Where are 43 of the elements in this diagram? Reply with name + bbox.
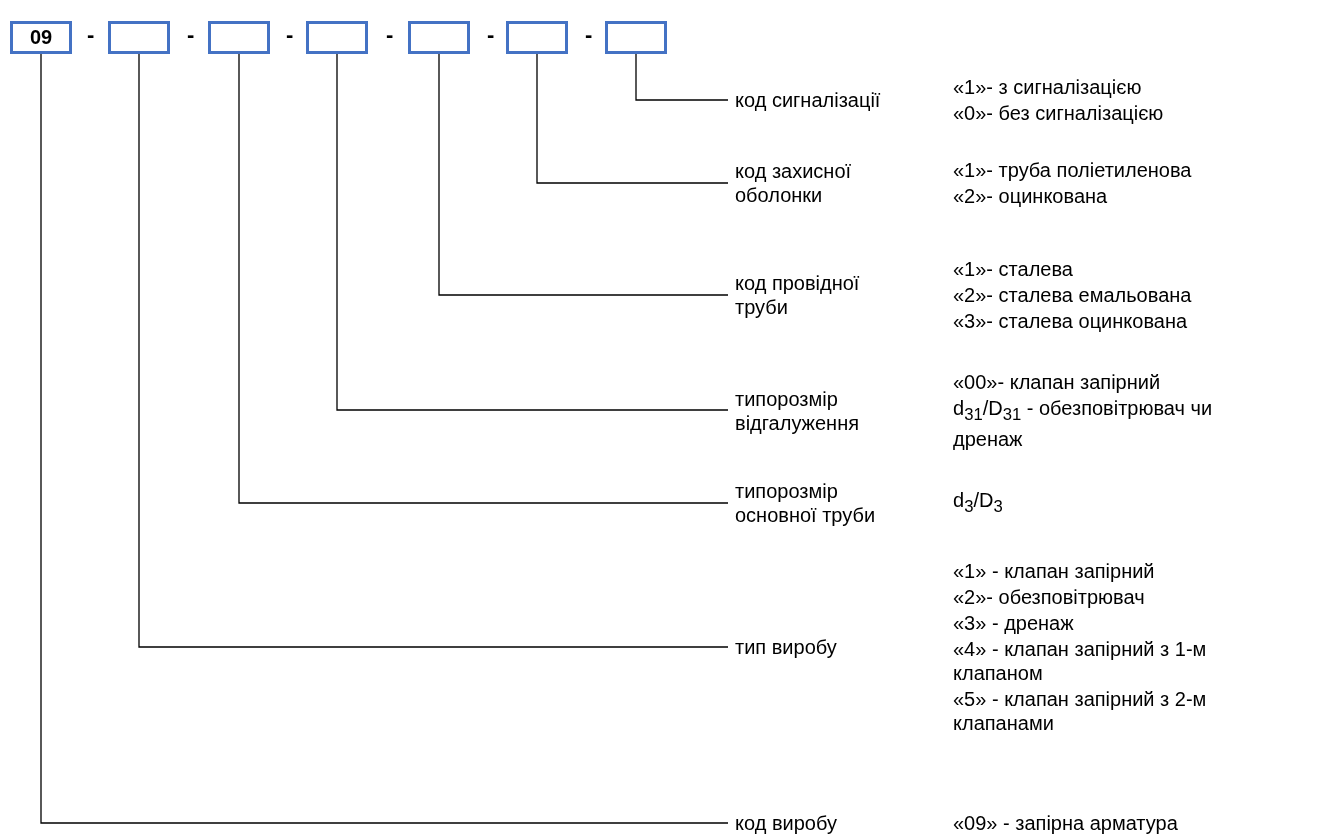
code-value: «3» - дренаж (953, 611, 1075, 635)
code-value: «1»- з сигналізацією (953, 75, 1143, 99)
field-name: типорозмір відгалуження (735, 386, 861, 434)
separator-dash: - (187, 22, 195, 48)
separator-dash: - (487, 22, 495, 48)
code-field-box (408, 21, 470, 54)
code-field-box (108, 21, 170, 54)
field-name: код провідної труби (735, 271, 861, 319)
code-field-box: 09 (10, 21, 72, 54)
code-field-box (306, 21, 368, 54)
code-value: «09» - запірна арматура (953, 811, 1179, 835)
code-value: «1»- сталева (953, 257, 1074, 281)
code-value: «0»- без сигналізацією (953, 101, 1165, 125)
separator-dash: - (585, 22, 593, 48)
code-value: «1»- труба поліетиленова (953, 158, 1193, 182)
leader-line (40, 53, 729, 824)
separator-dash: - (286, 22, 294, 48)
code-field-box (208, 21, 270, 54)
leader-line (238, 53, 729, 504)
code-value: «1» - клапан запірний (953, 559, 1156, 583)
field-name: код виробу (735, 811, 838, 835)
field-name: тип виробу (735, 635, 838, 659)
code-value: d$_{3}$/D$_{3}$ (953, 487, 1004, 518)
leader-line (536, 53, 729, 184)
code-value: «5» - клапан запірний з 2-м клапанами (953, 687, 1208, 735)
leader-line (438, 53, 729, 296)
code-value: «2»- сталева емальована (953, 283, 1193, 307)
field-name: типорозмір основної труби (735, 479, 877, 527)
code-value: d$_{31}$/D$_{31}$ - обезповітрювач чи дренаж (953, 395, 1214, 451)
code-value: «00»- клапан запірний (953, 369, 1162, 394)
code-value: «2»- обезповітрювач (953, 585, 1146, 609)
leader-line (336, 53, 729, 411)
leader-line (138, 53, 729, 648)
code-value: «4» - клапан запірний з 1-м клапаном (953, 637, 1208, 685)
field-name: код сигналізації (735, 88, 882, 112)
leader-line (635, 53, 729, 101)
code-value: «2»- оцинкована (953, 184, 1109, 208)
separator-dash: - (386, 22, 394, 48)
code-field-box (605, 21, 667, 54)
code-field-box (506, 21, 568, 54)
code-value: «3»- сталева оцинкована (953, 309, 1189, 333)
field-name: код захисної оболонки (735, 159, 853, 207)
separator-dash: - (87, 22, 95, 48)
